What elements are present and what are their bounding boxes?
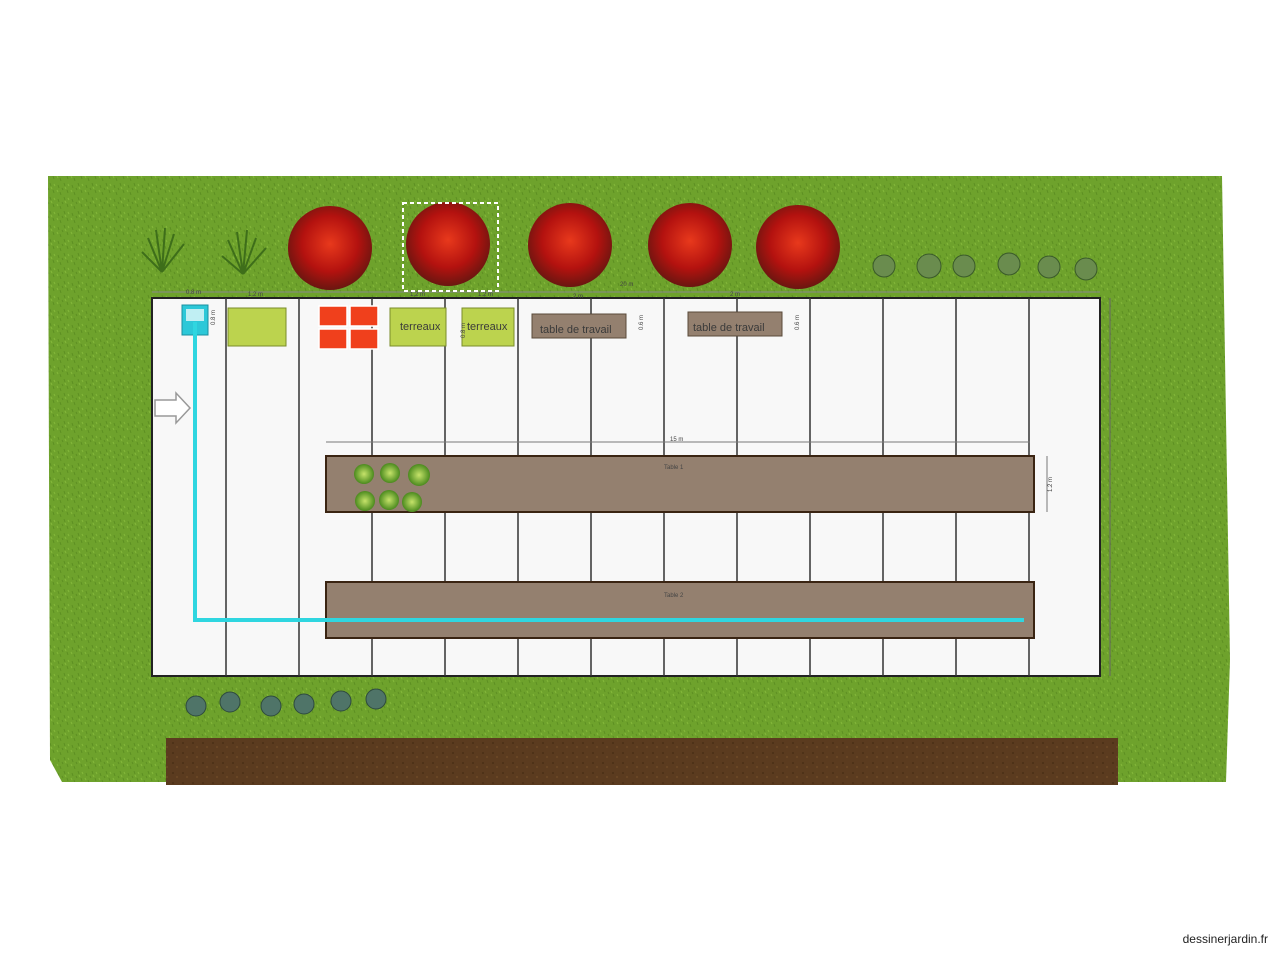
entrance-arrow-icon	[154, 391, 192, 425]
red-bushes	[288, 202, 840, 290]
terreaux-label-1: terreaux	[400, 321, 441, 333]
spiky-plants	[141, 227, 267, 275]
dim-1-2a: 1.2 m	[248, 292, 263, 298]
small-shrubs-bottom	[185, 688, 387, 717]
growing-bed-1[interactable]	[325, 455, 1035, 513]
small-shrubs-top	[872, 252, 1098, 281]
dim-2b: 2 m	[730, 292, 740, 298]
bed-tag-1: Table 1	[664, 465, 684, 471]
work-table-1[interactable]	[531, 313, 627, 339]
work-table-2[interactable]	[687, 311, 783, 337]
dim-0-8-vertical: 0.8 m	[211, 310, 217, 325]
dim-0-8-vertical-2: 0.8 m	[461, 323, 467, 338]
dim-1-2c: 1.2 m	[478, 292, 493, 298]
dim-1-2-side: 1.2 m	[1048, 477, 1054, 492]
seed-box[interactable]	[227, 307, 287, 347]
dim-2a: 2 m	[573, 294, 583, 300]
terreaux-box-1[interactable]	[389, 307, 447, 347]
dim-1-2b: 1.2 m	[410, 292, 425, 298]
work-table-label-2: table de travail	[693, 322, 765, 334]
red-crates[interactable]	[318, 305, 379, 350]
soil-strip	[166, 738, 1118, 785]
watermark: dessinerjardin.fr	[1182, 932, 1268, 946]
terreaux-box-2[interactable]	[461, 307, 515, 347]
dim-0-6b: 0.6 m	[795, 315, 801, 330]
bed-tag-2: Table 2	[664, 593, 684, 599]
lettuce-plants	[354, 463, 430, 512]
work-table-label-1: table de travail	[540, 324, 612, 336]
water-pipe	[193, 322, 1024, 622]
dim-0-8: 0.8 m	[186, 290, 201, 296]
growing-bed-2[interactable]	[325, 581, 1035, 639]
terreaux-label-2: terreaux	[467, 321, 508, 333]
dim-20: 20 m	[620, 282, 633, 288]
dim-15: 15 m	[670, 437, 683, 443]
selection-box	[402, 202, 499, 292]
dim-0-6a: 0.6 m	[639, 315, 645, 330]
